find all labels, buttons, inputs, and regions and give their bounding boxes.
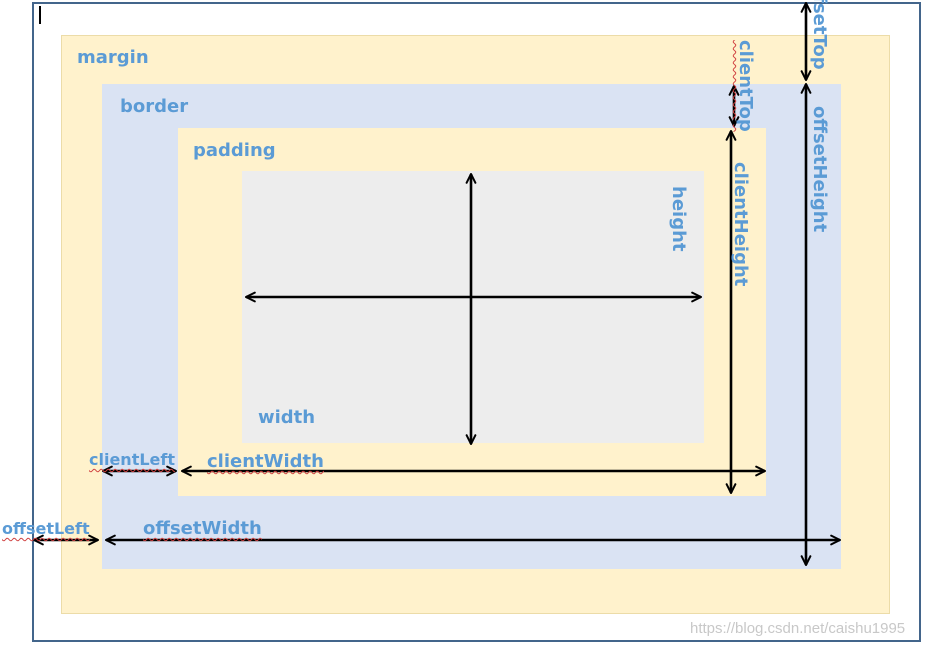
client-height-label: clientHeight — [730, 162, 751, 287]
client-left-label: clientLeft — [89, 450, 175, 469]
width-label: width — [258, 407, 316, 428]
watermark: https://blog.csdn.net/caishu1995 — [690, 620, 906, 637]
padding-label: padding — [193, 140, 276, 161]
height-label: height — [668, 186, 689, 252]
border-label: border — [120, 96, 189, 117]
offset-height-label: offsetHeight — [809, 106, 830, 233]
offset-top-label: offsetTop — [809, 0, 830, 70]
margin-label: margin — [77, 47, 149, 68]
offset-left-label: offsetLeft — [2, 519, 90, 538]
client-top-label: clientTop — [735, 40, 756, 132]
client-width-label: clientWidth — [207, 451, 324, 472]
text-cursor — [39, 6, 41, 24]
offset-width-label: offsetWidth — [143, 518, 262, 539]
